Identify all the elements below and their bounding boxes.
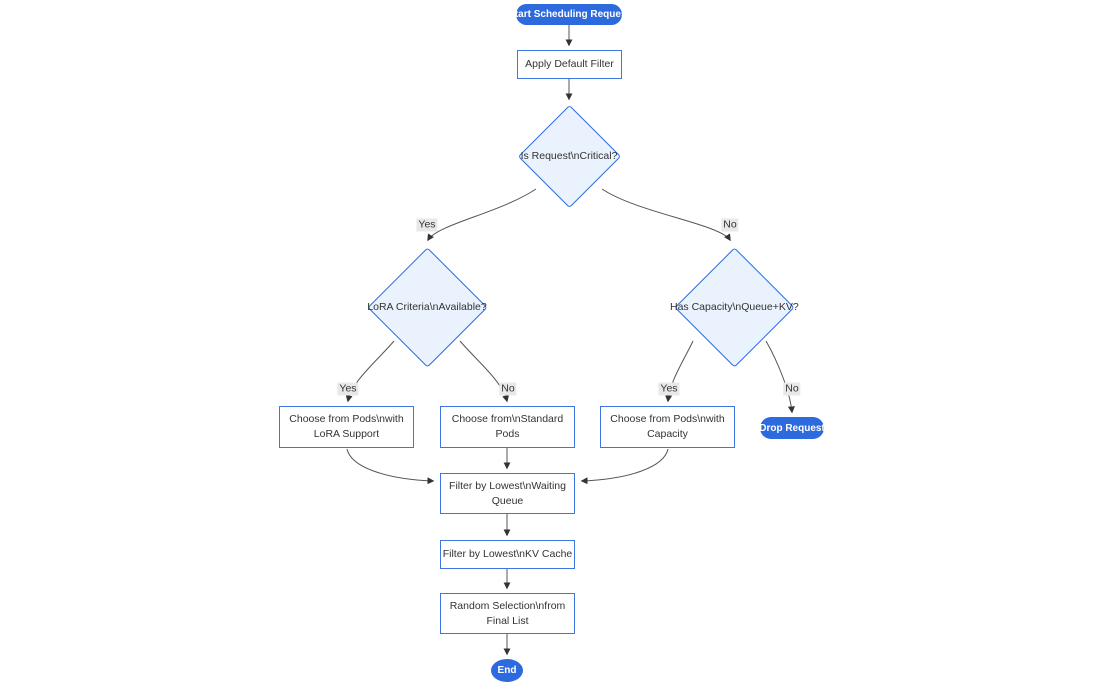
edge-label-capacity-no: No (783, 382, 801, 396)
edge-capacitypods-to-filterqueue (580, 448, 669, 485)
node-is-request-critical: Is Request\nCritical? (517, 104, 621, 208)
node-choose-standard-pods: Choose from\nStandard Pods (440, 406, 575, 448)
edge-critical-yes (427, 188, 537, 242)
node-start-label: Start Scheduling Request (508, 9, 630, 20)
node-choose-lora-pods-label: Choose from Pods\nwith LoRA Support (289, 413, 404, 440)
node-apply-default-filter: Apply Default Filter (517, 50, 622, 79)
edge-label-critical-no: No (721, 218, 739, 232)
node-end-label: End (497, 665, 517, 676)
node-end: End (491, 659, 523, 682)
edge-label-lora-no: No (499, 382, 517, 396)
edge-capacity-no (765, 340, 795, 414)
node-choose-standard-pods-label: Choose from\nStandard Pods (451, 413, 564, 440)
node-has-capacity-label: Has Capacity\nQueue+KV? (670, 301, 799, 313)
node-choose-lora-pods: Choose from Pods\nwith LoRA Support (279, 406, 414, 448)
node-start: Start Scheduling Request (508, 4, 630, 25)
node-apply-default-filter-label: Apply Default Filter (525, 58, 614, 70)
edge-label-capacity-yes: Yes (658, 382, 680, 396)
node-is-request-critical-label: Is Request\nCritical? (520, 150, 618, 162)
node-lora-criteria-available-label: LoRA Criteria\nAvailable? (367, 301, 487, 313)
node-lora-criteria-available: LoRA Criteria\nAvailable? (366, 246, 488, 368)
node-drop-request: Drop Request (759, 417, 825, 439)
node-filter-kv-cache-label: Filter by Lowest\nKV Cache (442, 548, 573, 560)
edge-lorapods-to-filterqueue (346, 448, 435, 485)
edge-label-lora-yes: Yes (337, 382, 359, 396)
node-random-selection: Random Selection\nfrom Final List (440, 593, 575, 634)
edge-label-critical-yes: Yes (416, 218, 438, 232)
node-choose-capacity-pods: Choose from Pods\nwith Capacity (600, 406, 735, 448)
node-choose-capacity-pods-label: Choose from Pods\nwith Capacity (610, 413, 725, 440)
node-random-selection-label: Random Selection\nfrom Final List (449, 599, 566, 627)
node-filter-waiting-queue-label: Filter by Lowest\nWaiting Queue (449, 479, 566, 507)
node-filter-waiting-queue: Filter by Lowest\nWaiting Queue (440, 473, 575, 514)
edge-critical-no (601, 188, 731, 242)
node-has-capacity: Has Capacity\nQueue+KV? (670, 246, 799, 368)
node-drop-request-label: Drop Request (759, 422, 825, 434)
node-filter-kv-cache: Filter by Lowest\nKV Cache (440, 540, 575, 569)
